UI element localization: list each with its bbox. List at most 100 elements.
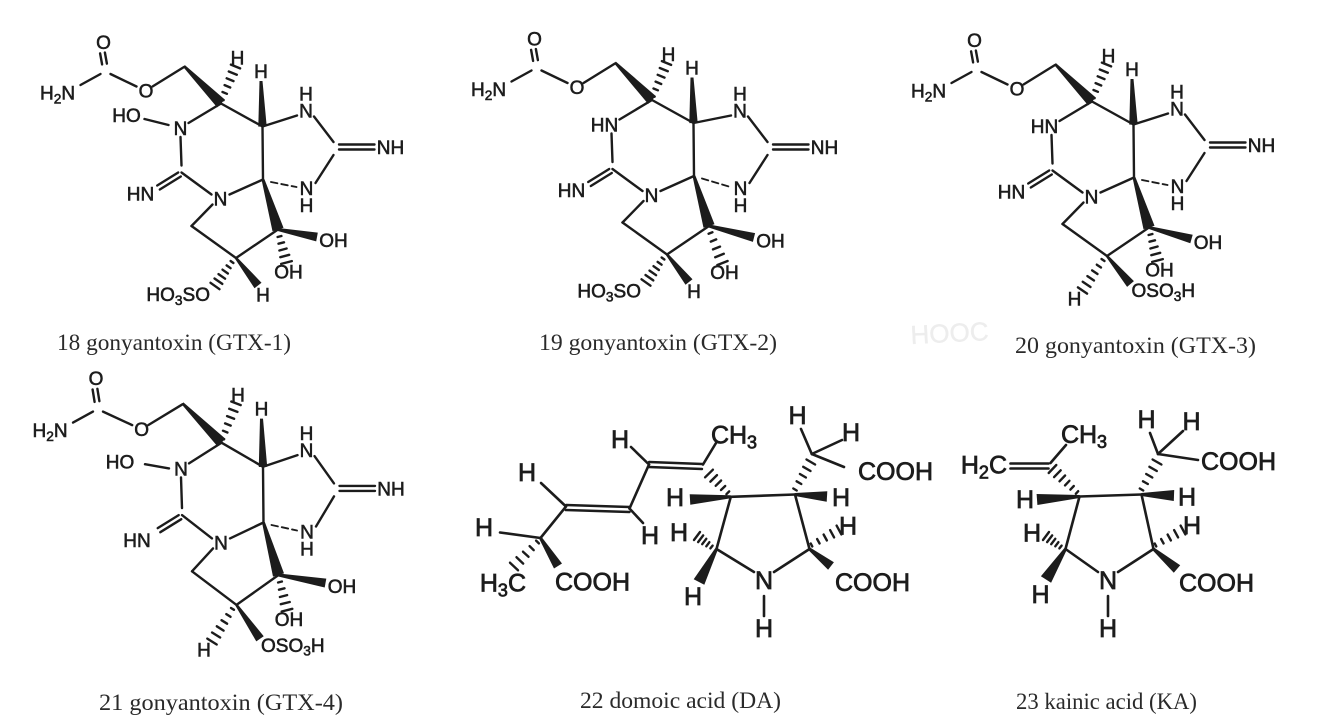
svg-text:N: N: [755, 567, 773, 595]
svg-text:CH3​: CH3​: [1061, 421, 1107, 452]
svg-text:HO3​SO: HO3​SO: [146, 285, 210, 308]
svg-text:23 kainic acid (KA): 23 kainic acid (KA): [1016, 689, 1197, 715]
svg-text:19 gonyantoxin (GTX-2): 19 gonyantoxin (GTX-2): [539, 330, 777, 356]
svg-text:OH: OH: [1194, 233, 1223, 254]
svg-text:OSO3​H: OSO3​H: [1132, 281, 1196, 304]
svg-text:HO3​SO: HO3​SO: [577, 282, 641, 305]
svg-text:O: O: [134, 420, 149, 441]
svg-text:N: N: [734, 179, 748, 200]
svg-text:COOH: COOH: [835, 569, 910, 597]
svg-text:NH: NH: [377, 479, 404, 500]
svg-text:H: H: [1125, 60, 1139, 81]
svg-text:N: N: [733, 102, 747, 123]
svg-text:H: H: [1182, 408, 1200, 436]
svg-text:H: H: [684, 583, 702, 611]
svg-text:OH: OH: [1145, 261, 1174, 282]
svg-text:H: H: [254, 62, 268, 83]
svg-text:H: H: [832, 484, 850, 512]
svg-text:HN: HN: [123, 531, 150, 552]
svg-text:HO: HO: [106, 452, 135, 473]
svg-text:HOOC: HOOC: [910, 316, 989, 350]
svg-text:H2​N: H2​N: [40, 84, 75, 107]
svg-text:H: H: [687, 282, 701, 303]
svg-text:H: H: [1171, 194, 1185, 215]
svg-text:H: H: [662, 45, 676, 66]
svg-text:N: N: [1170, 100, 1184, 121]
svg-text:HO: HO: [112, 106, 141, 127]
svg-text:OH: OH: [275, 610, 304, 631]
svg-text:H: H: [733, 85, 747, 106]
svg-text:H: H: [300, 424, 314, 445]
svg-text:H: H: [256, 286, 270, 307]
svg-text:H: H: [755, 615, 773, 643]
svg-text:H: H: [734, 196, 748, 217]
svg-text:H: H: [1023, 520, 1041, 548]
svg-text:H: H: [299, 85, 313, 106]
svg-text:NH: NH: [377, 138, 404, 159]
svg-text:H: H: [1178, 484, 1196, 512]
svg-text:NH: NH: [1248, 136, 1275, 157]
svg-text:N: N: [1099, 567, 1117, 595]
svg-text:H2​C: H2​C: [961, 452, 1007, 483]
svg-text:H: H: [666, 484, 684, 512]
svg-text:O: O: [967, 31, 982, 52]
svg-text:H: H: [839, 513, 857, 541]
svg-text:H: H: [300, 196, 314, 217]
svg-text:N: N: [174, 459, 188, 480]
svg-text:H: H: [197, 641, 211, 662]
svg-text:H: H: [1016, 486, 1034, 514]
svg-text:O: O: [527, 30, 542, 51]
svg-text:OSO3​H: OSO3​H: [261, 636, 325, 659]
svg-text:OH: OH: [328, 577, 357, 598]
svg-text:H: H: [255, 400, 269, 421]
svg-text:H: H: [842, 419, 860, 447]
svg-text:N: N: [300, 179, 314, 200]
svg-text:N: N: [1171, 177, 1185, 198]
svg-text:OH: OH: [274, 263, 303, 284]
svg-text:H: H: [475, 514, 493, 542]
svg-text:COOH: COOH: [858, 458, 933, 486]
svg-text:H: H: [1137, 406, 1155, 434]
svg-text:H: H: [1102, 47, 1116, 68]
svg-text:HN: HN: [558, 181, 585, 202]
svg-text:O: O: [89, 369, 104, 390]
svg-text:O: O: [139, 82, 154, 103]
svg-text:22 domoic acid (DA): 22 domoic acid (DA): [580, 688, 781, 714]
svg-text:N: N: [299, 102, 313, 123]
svg-text:HN: HN: [998, 183, 1025, 204]
svg-text:N: N: [300, 523, 314, 544]
svg-text:COOH: COOH: [1179, 570, 1254, 598]
svg-text:N: N: [214, 190, 228, 211]
svg-text:H: H: [1170, 83, 1184, 104]
svg-text:H: H: [518, 459, 536, 487]
svg-text:H: H: [670, 519, 688, 547]
svg-text:N: N: [1085, 188, 1099, 209]
svg-text:OH: OH: [319, 231, 348, 252]
svg-text:N: N: [645, 186, 659, 207]
svg-text:N: N: [174, 119, 188, 140]
svg-text:COOH: COOH: [555, 569, 630, 597]
svg-text:H2​N: H2​N: [32, 421, 67, 444]
svg-text:H2​N: H2​N: [471, 80, 506, 103]
svg-text:H: H: [1068, 290, 1082, 311]
svg-text:O: O: [1010, 80, 1025, 101]
svg-text:CH3​: CH3​: [711, 422, 757, 453]
svg-text:OH: OH: [710, 263, 739, 284]
svg-text:18 gonyantoxin (GTX-1): 18 gonyantoxin (GTX-1): [57, 330, 291, 356]
svg-text:H2​N: H2​N: [911, 82, 946, 105]
svg-text:N: N: [300, 441, 314, 462]
svg-text:H: H: [1183, 512, 1201, 540]
svg-text:H3​C: H3​C: [480, 570, 526, 601]
svg-text:HN: HN: [1031, 117, 1058, 138]
svg-text:HN: HN: [127, 185, 154, 206]
svg-text:H: H: [611, 426, 629, 454]
svg-text:OH: OH: [756, 232, 785, 253]
svg-text:O: O: [570, 78, 585, 99]
svg-text:N: N: [214, 533, 228, 554]
svg-text:H: H: [1031, 581, 1049, 609]
svg-text:20 gonyantoxin (GTX-3): 20 gonyantoxin (GTX-3): [1015, 333, 1256, 359]
svg-text:HN: HN: [591, 116, 618, 137]
svg-text:H: H: [300, 540, 314, 561]
svg-text:O: O: [96, 33, 111, 54]
svg-text:H: H: [231, 49, 245, 70]
